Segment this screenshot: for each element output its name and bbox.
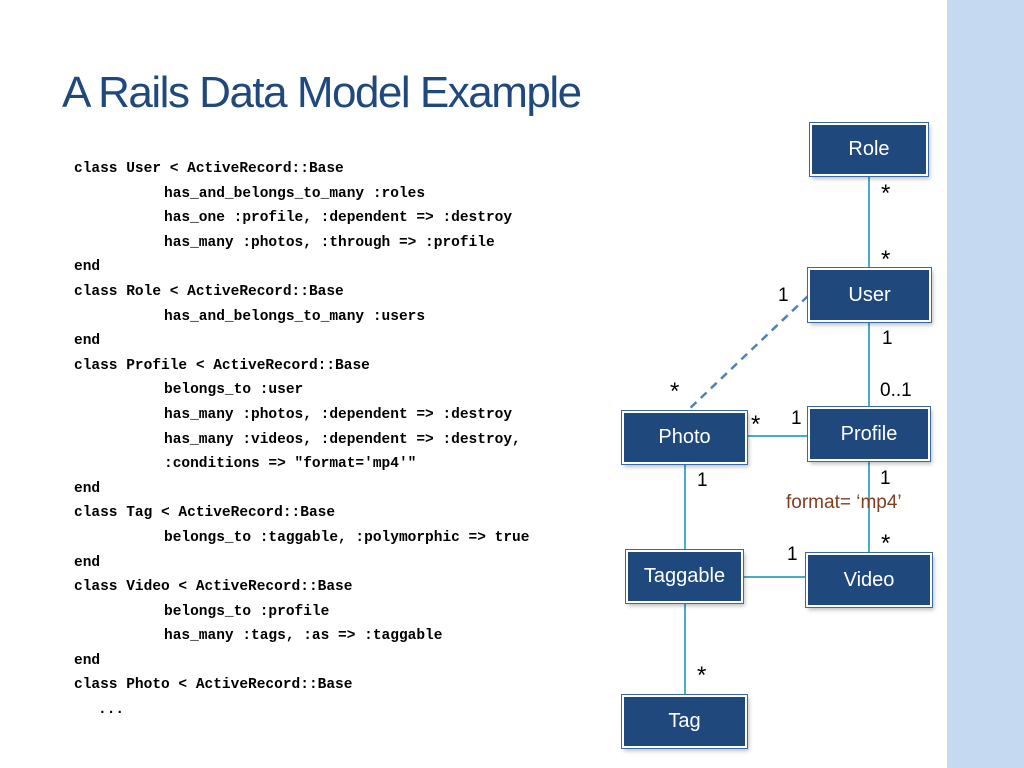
code-line-video-has-many-tags: has_many :tags, :as => :taggable xyxy=(164,628,443,645)
slide-sidebar-accent xyxy=(947,0,1024,768)
mult-photo-profile-profile-end: 1 xyxy=(791,408,802,429)
code-line-user-has-one-profile: has_one :profile, :dependent => :destroy xyxy=(164,210,513,227)
user-photo-dashed-connector xyxy=(685,295,809,413)
code-line-profile-videos-conditions: :conditions => "format='mp4'" xyxy=(164,456,417,473)
code-line-class-role: class Role < ActiveRecord::Base xyxy=(74,283,344,300)
photo-entity-box: Photo xyxy=(622,411,747,464)
code-line-end: end xyxy=(74,652,101,669)
slide-title: A Rails Data Model Example xyxy=(62,68,582,117)
code-line-class-profile: class Profile < ActiveRecord::Base xyxy=(74,357,370,374)
code-line-ellipsis: ... xyxy=(98,702,125,719)
mult-user-profile-user-end: 1 xyxy=(882,328,893,349)
code-line-profile-has-many-photos: has_many :photos, :dependent => :destroy xyxy=(164,406,513,423)
code-line-end: end xyxy=(74,333,101,350)
role-entity-box: Role xyxy=(810,123,928,176)
code-line-class-user: class User < ActiveRecord::Base xyxy=(74,161,344,177)
code-line-user-has-many-photos: has_many :photos, :through => :profile xyxy=(164,234,495,251)
mult-user-photo-photo-end: * xyxy=(670,378,680,405)
code-line-class-tag: class Tag < ActiveRecord::Base xyxy=(74,505,336,522)
taggable-entity-box: Taggable xyxy=(626,550,743,603)
code-line-class-video: class Video < ActiveRecord::Base xyxy=(74,579,353,596)
code-line-end: end xyxy=(74,259,101,276)
code-line-profile-belongs-to-user: belongs_to :user xyxy=(164,382,304,399)
mult-user-photo-user-end: 1 xyxy=(778,285,789,306)
code-line-end: end xyxy=(74,554,101,571)
mult-role-user-top: * xyxy=(881,180,891,207)
tag-entity-box: Tag xyxy=(622,695,747,748)
mult-taggable-tag-tag-end: * xyxy=(697,662,707,689)
video-entity-box: Video xyxy=(806,553,932,607)
code-line-user-habtm-roles: has_and_belongs_to_many :roles xyxy=(164,185,426,202)
code-line-tag-belongs-to-taggable: belongs_to :taggable, :polymorphic => tr… xyxy=(164,529,530,546)
mult-profile-video-video-end: * xyxy=(881,530,891,557)
mult-role-user-bottom: * xyxy=(881,246,891,273)
code-line-end: end xyxy=(74,480,101,497)
code-line-profile-has-many-videos: has_many :videos, :dependent => :destroy… xyxy=(164,431,521,448)
code-line-class-photo: class Photo < ActiveRecord::Base xyxy=(74,677,353,694)
profile-entity-box: Profile xyxy=(808,407,930,461)
mult-taggable-video-video-end: 1 xyxy=(787,544,798,565)
mult-photo-taggable-photo-end: 1 xyxy=(697,470,708,491)
user-entity-box: User xyxy=(808,268,931,322)
mult-profile-video-profile-end: 1 xyxy=(880,468,891,489)
code-line-role-habtm-users: has_and_belongs_to_many :users xyxy=(164,308,426,325)
mult-photo-profile-photo-end: * xyxy=(751,411,761,438)
mult-user-profile-profile-end: 0..1 xyxy=(880,380,912,401)
code-line-video-belongs-to-profile: belongs_to :profile xyxy=(164,603,330,620)
video-condition-note: format= ‘mp4’ xyxy=(786,492,902,513)
